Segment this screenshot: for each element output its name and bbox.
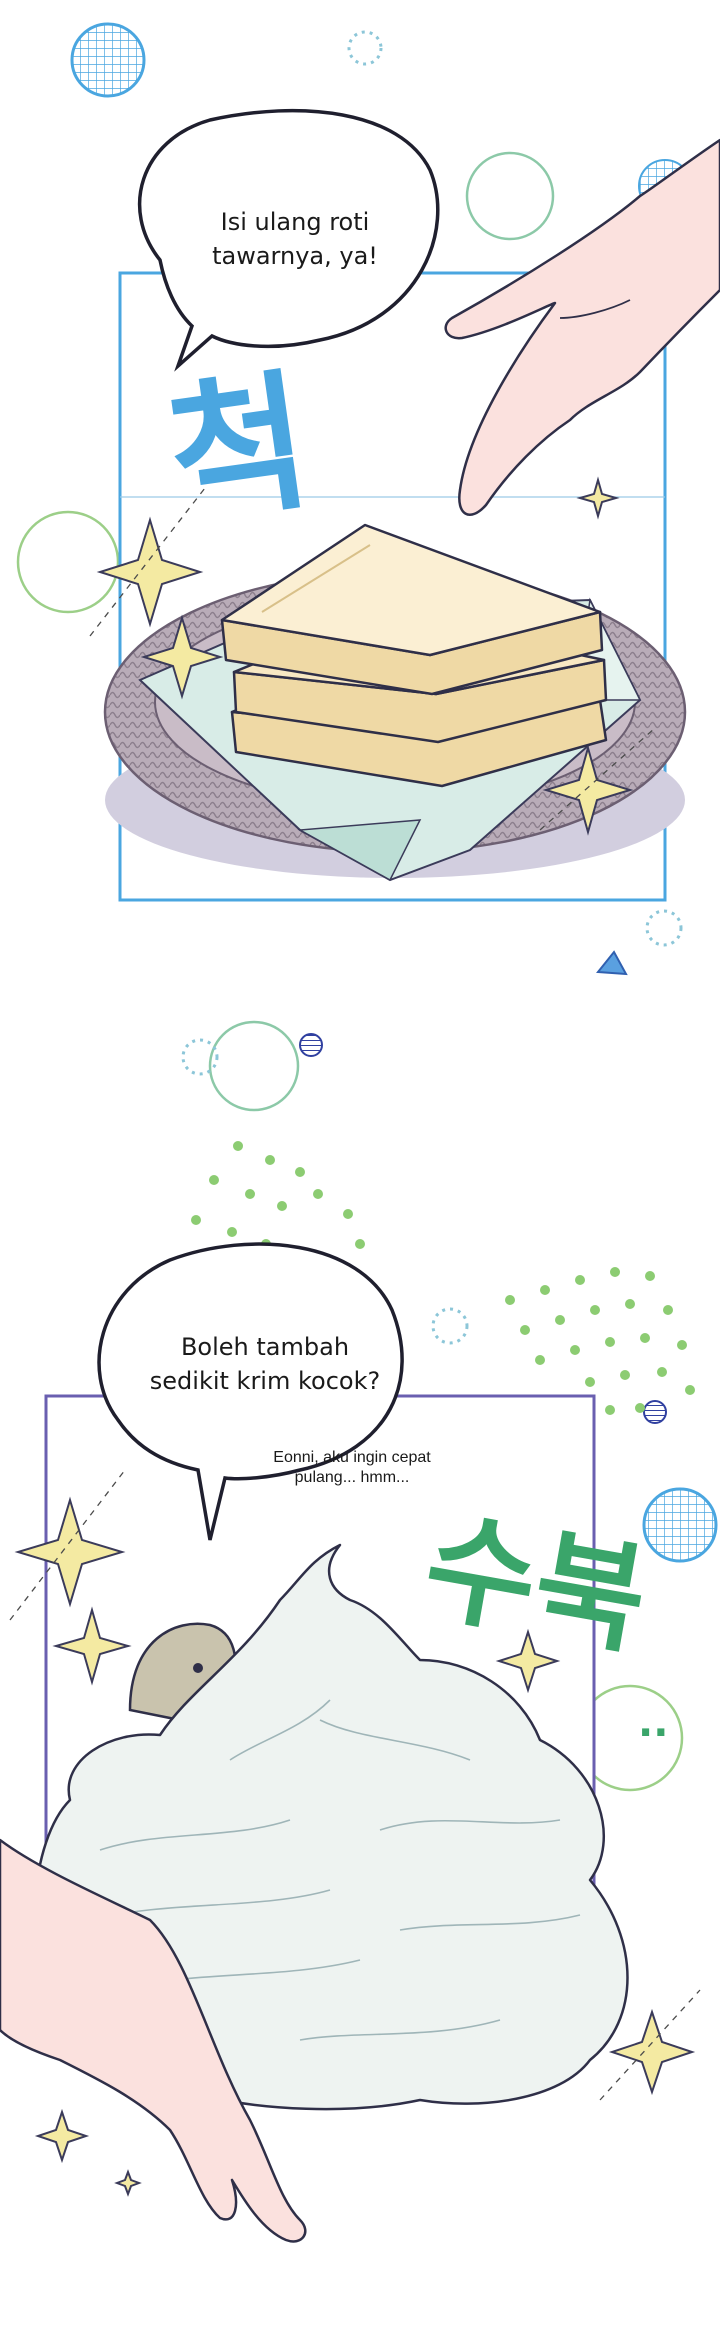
sparkle-decoration (96, 476, 634, 836)
sound-effect-dots: .. (638, 1700, 669, 1746)
dotted-ring-decoration (645, 909, 683, 947)
ring-decoration (208, 1020, 300, 1112)
speech-bubble (97, 1242, 404, 1541)
ring-decoration (465, 151, 555, 241)
speech-bubble-text: Boleh tambah sedikit krim kocok? (149, 1333, 381, 1395)
striped-dot-decoration (643, 1400, 667, 1424)
aside-text: Eonni, aku ingin cepat pulang... hmm... (273, 1449, 431, 1486)
dotted-ring-decoration (181, 1038, 219, 1076)
striped-dot-decoration (299, 1033, 323, 1057)
panel-1-artwork (16, 22, 720, 976)
grid-circle-decoration (642, 1487, 718, 1563)
ring-decoration (16, 510, 120, 614)
hand-illustration (0, 1838, 307, 2243)
hand-illustration (444, 138, 720, 516)
speech-bubble-text: Isi ulang roti tawarnya, ya! (212, 208, 378, 270)
triangle-decoration (596, 950, 628, 976)
dotted-ring-decoration (347, 30, 383, 66)
dotted-ring-decoration (431, 1307, 469, 1345)
sparkle-decoration (14, 1496, 696, 2197)
grid-circle-decoration (70, 22, 146, 98)
speech-bubble (137, 108, 440, 372)
